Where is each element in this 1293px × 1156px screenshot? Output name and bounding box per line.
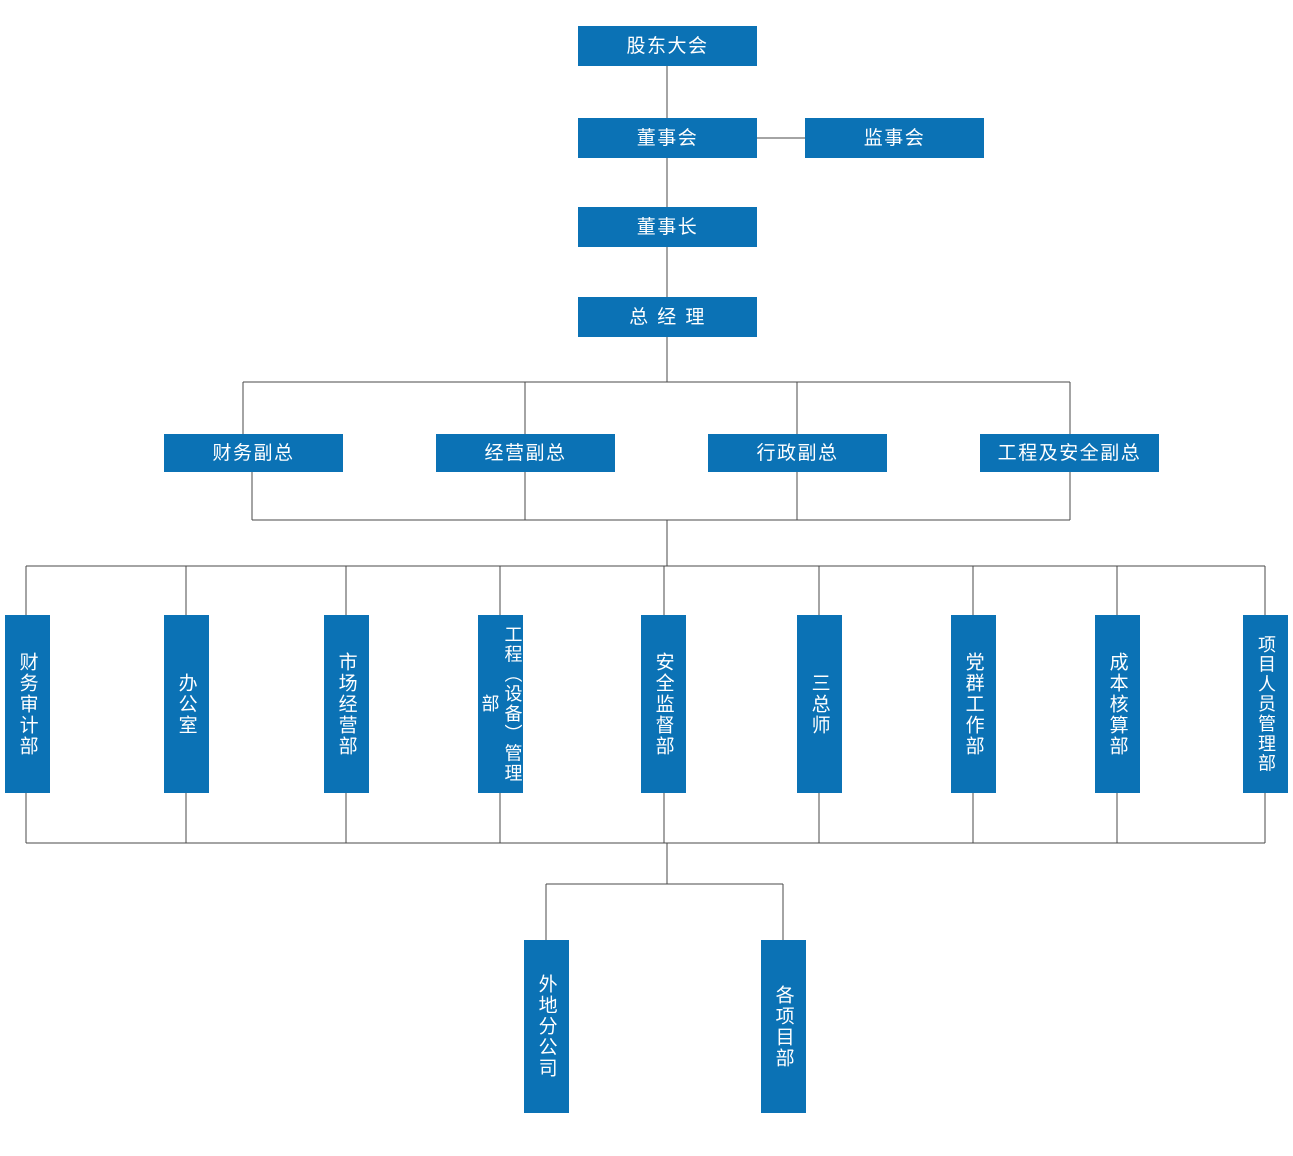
node-vp-finance[interactable]: 财务副总 <box>164 434 343 472</box>
node-dept-project-personnel[interactable]: 项目人员管理部 <box>1243 615 1288 793</box>
node-general-manager[interactable]: 总 经 理 <box>578 297 757 337</box>
node-vp-engineering-safety[interactable]: 工程及安全副总 <box>980 434 1159 472</box>
node-branch-offices[interactable]: 外地分公司 <box>524 940 569 1113</box>
node-dept-finance-audit[interactable]: 财务审计部 <box>5 615 50 793</box>
node-shareholders-meeting[interactable]: 股东大会 <box>578 26 757 66</box>
node-vp-administration[interactable]: 行政副总 <box>708 434 887 472</box>
node-dept-three-chief-engineers[interactable]: 三总师 <box>797 615 842 793</box>
node-dept-party-work[interactable]: 党群工作部 <box>951 615 996 793</box>
node-board-of-directors[interactable]: 董事会 <box>578 118 757 158</box>
node-vp-operations[interactable]: 经营副总 <box>436 434 615 472</box>
node-chairman[interactable]: 董事长 <box>578 207 757 247</box>
node-project-departments[interactable]: 各项目部 <box>761 940 806 1113</box>
node-board-of-supervisors[interactable]: 监事会 <box>805 118 984 158</box>
node-dept-office[interactable]: 办公室 <box>164 615 209 793</box>
node-dept-engineering-equipment[interactable]: 工程（设备）管理部 <box>478 615 523 793</box>
node-dept-market-operations[interactable]: 市场经营部 <box>324 615 369 793</box>
node-dept-cost-accounting[interactable]: 成本核算部 <box>1095 615 1140 793</box>
node-dept-safety-supervision[interactable]: 安全监督部 <box>641 615 686 793</box>
